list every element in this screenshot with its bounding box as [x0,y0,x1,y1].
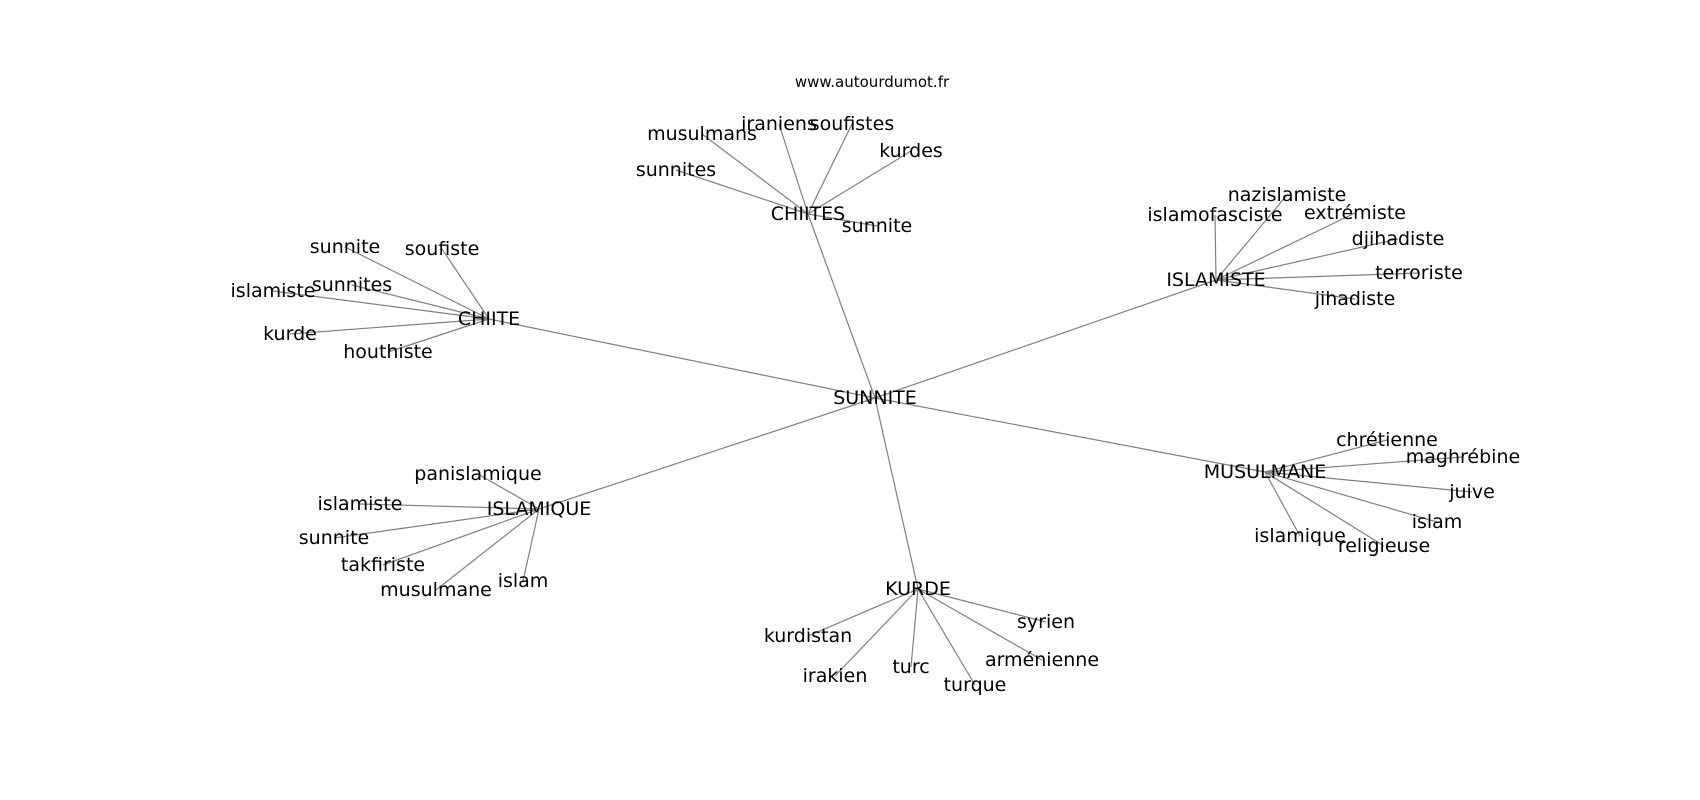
leaf-node-label: arménienne [985,649,1099,671]
edge-hub-to-leaf [917,588,1043,661]
edge-center-to-hub [488,318,876,399]
leaf-node-label: religieuse [1338,535,1430,557]
edge-hub-to-leaf [382,508,540,566]
edge-center-to-hub [874,279,1217,399]
hub-node-label: MUSULMANE [1204,461,1326,483]
leaf-node-label: kurde [263,323,317,345]
edge-center-to-hub [807,213,876,399]
leaf-node-label: extrémiste [1304,202,1406,224]
edge-hub-to-leaf [1214,214,1217,281]
edge-hub-to-leaf [807,588,919,637]
leaf-node-label: musulmans [647,123,757,145]
leaf-node-label: houthiste [343,341,433,363]
leaf-node-label: sunnites [636,159,716,181]
edge-hub-to-leaf [1264,471,1385,547]
edge-hub-to-leaf [359,503,540,510]
leaf-node-label: musulmane [380,579,492,601]
leaf-node-label: juive [1448,481,1495,503]
source-watermark: www.autourdumot.fr [795,73,950,91]
edge-hub-to-leaf [435,508,540,591]
edge-hub-to-leaf [778,123,809,215]
leaf-node-label: islam [1412,511,1463,533]
leaf-node-label: islamique [1254,525,1346,547]
leaf-node-label: islam [498,570,549,592]
edge-hub-to-leaf [1264,471,1301,537]
edge-hub-to-leaf [917,588,976,686]
edge-hub-to-leaf [807,123,853,215]
leaf-node-label: turque [944,674,1007,696]
leaf-node-label: panislamique [414,463,541,485]
labels-layer: SUNNITECHIITESmusulmansiranienssoufistes… [231,113,1521,696]
hub-node-label: ISLAMISTE [1166,269,1265,291]
leaf-node-label: sunnites [312,274,392,296]
edge-hub-to-leaf [1264,471,1473,493]
leaf-node-label: soufistes [810,113,894,135]
edge-hub-to-leaf [1215,279,1356,300]
edge-hub-to-leaf [1264,439,1388,473]
edge-hub-to-leaf [441,248,490,320]
leaf-node-label: djihadiste [1352,228,1445,250]
leaf-node-label: chrétienne [1336,429,1438,451]
leaf-node-label: jihadiste [1314,288,1396,310]
edges-layer [272,123,1473,686]
edge-hub-to-leaf [522,508,540,582]
edge-hub-to-leaf [1215,194,1288,281]
leaf-node-label: islamofasciste [1147,204,1282,226]
leaf-node-label: terroriste [1375,262,1463,284]
edge-center-to-hub [538,397,876,510]
edge-hub-to-leaf [289,318,490,335]
edge-hub-to-leaf [387,318,490,353]
edge-hub-to-leaf [1215,272,1420,281]
leaf-node-label: turc [892,656,929,678]
leaf-node-label: islamiste [231,280,316,302]
leaf-node-label: kurdistan [764,625,852,647]
leaf-node-label: kurdes [879,140,943,162]
edge-hub-to-leaf [351,284,490,320]
edge-center-to-hub [874,397,919,590]
edge-hub-to-leaf [807,213,878,227]
leaf-node-label: takfiriste [341,554,425,576]
edge-hub-to-leaf [675,169,809,215]
leaf-node-label: nazislamiste [1228,184,1347,206]
edge-hub-to-leaf [701,133,809,215]
leaf-node-label: irakien [803,665,868,687]
edge-hub-to-leaf [1264,471,1438,523]
leaf-node-label: sunnite [310,236,380,258]
hub-node-label: ISLAMIQUE [487,498,592,520]
leaf-node-label: syrien [1017,611,1075,633]
edge-hub-to-leaf [333,508,540,539]
edge-hub-to-leaf [1264,456,1464,473]
edge-hub-to-leaf [917,588,1047,623]
edge-hub-to-leaf [834,588,919,677]
edge-center-to-hub [874,397,1266,473]
edge-hub-to-leaf [807,150,912,215]
edge-hub-to-leaf [272,290,490,320]
edge-hub-to-leaf [344,246,490,320]
edge-hub-to-leaf [1215,212,1356,281]
leaf-node-label: sunnite [842,215,912,237]
edge-hub-to-leaf [1215,238,1399,281]
edge-hub-to-leaf [910,588,919,668]
edge-hub-to-leaf [477,473,540,510]
leaf-node-label: iraniens [741,113,817,135]
leaf-node-label: soufiste [405,238,480,260]
center-node-label: SUNNITE [833,387,917,409]
hub-node-label: KURDE [885,578,951,600]
leaf-node-label: islamiste [318,493,403,515]
leaf-node-label: maghrébine [1406,446,1520,468]
hub-node-label: CHIITE [458,308,520,330]
hub-node-label: CHIITES [771,203,845,225]
leaf-node-label: sunnite [299,527,369,549]
